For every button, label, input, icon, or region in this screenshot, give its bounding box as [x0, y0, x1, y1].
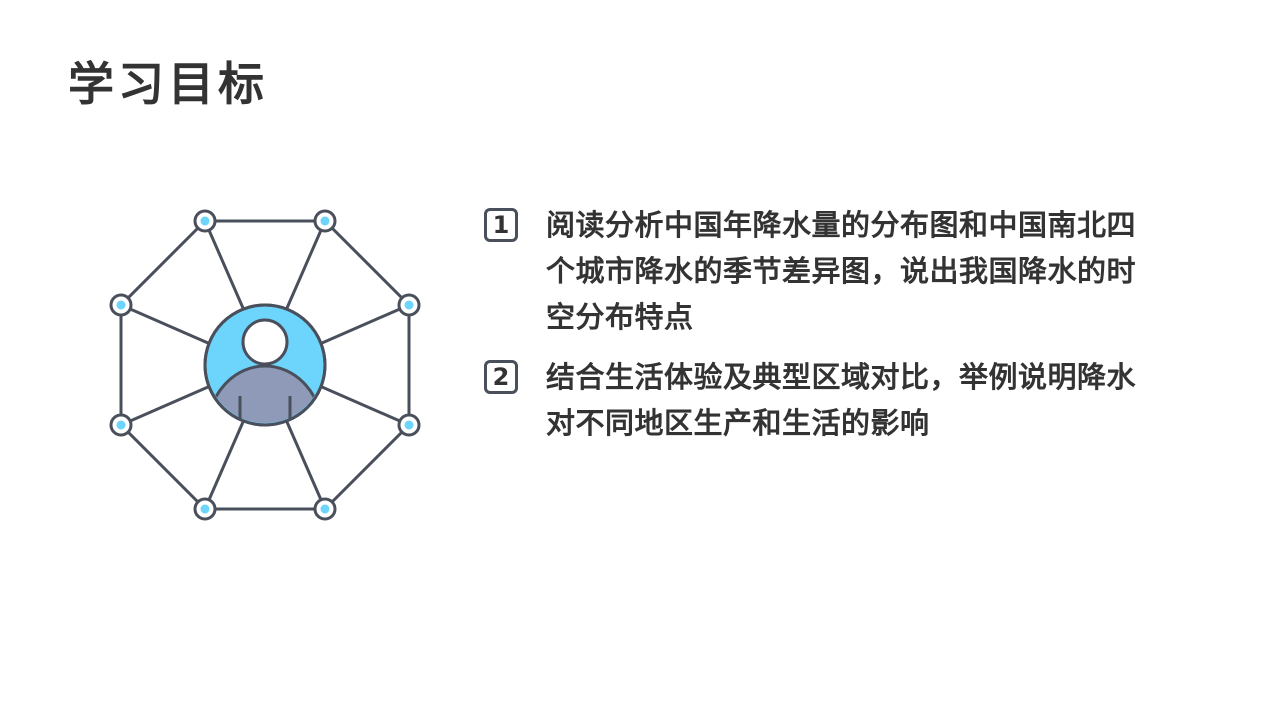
- network-nodes: [109, 209, 421, 521]
- objective-item-2: 2 结合生活体验及典型区域对比，举例说明降水对不同地区生产和生活的影响: [484, 354, 1184, 446]
- page-title: 学习目标: [68, 57, 268, 111]
- objective-number-badge: 2: [484, 360, 518, 394]
- objective-text: 阅读分析中国年降水量的分布图和中国南北四个城市降水的季节差异图，说出我国降水的时…: [546, 208, 1137, 334]
- objective-item-1: 1 阅读分析中国年降水量的分布图和中国南北四个城市降水的季节差异图，说出我国降水…: [484, 202, 1184, 340]
- objective-number-badge: 1: [484, 208, 518, 242]
- network-node-dots: [116, 216, 414, 514]
- objective-list: 1 阅读分析中国年降水量的分布图和中国南北四个城市降水的季节差异图，说出我国降水…: [484, 202, 1184, 460]
- user-network-icon: [100, 200, 430, 530]
- avatar-icon: [203, 303, 327, 427]
- objective-text: 结合生活体验及典型区域对比，举例说明降水对不同地区生产和生活的影响: [546, 360, 1137, 440]
